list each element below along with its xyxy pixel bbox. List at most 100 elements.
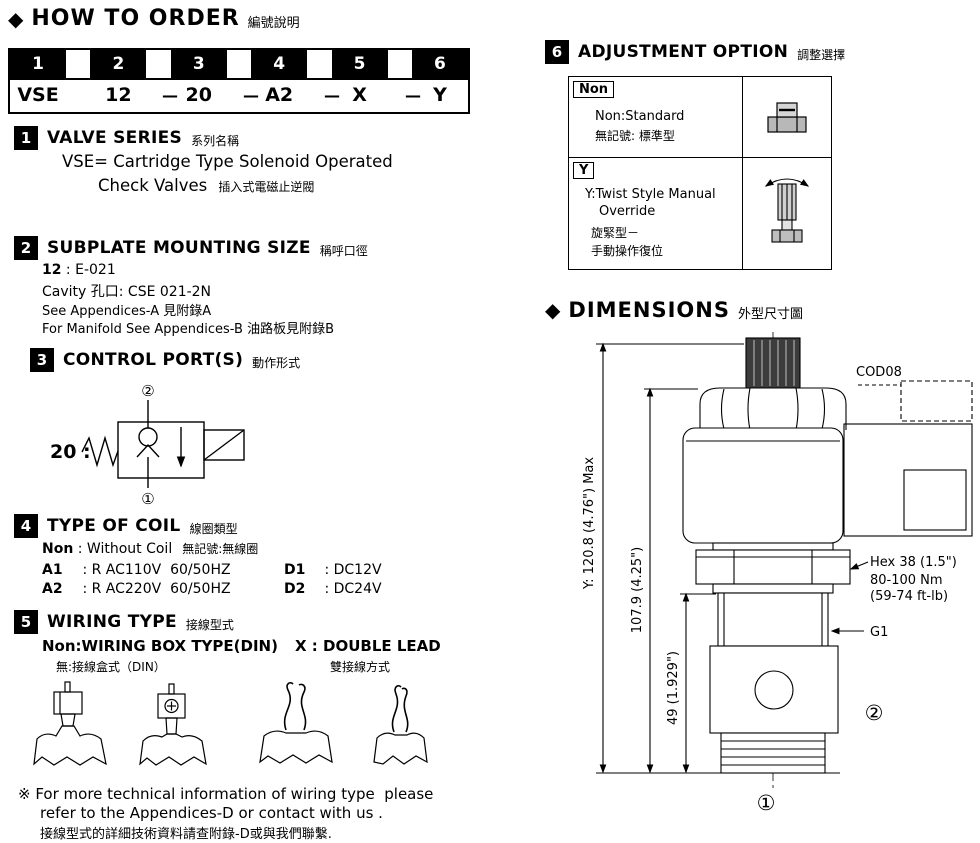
check-ball [138,427,158,447]
g1-thread-label: G1 [870,625,888,640]
valve-series-line-2-en: Check Valves [98,176,208,195]
order-code-number: 6 [411,50,468,78]
twist-line-1: Y:Twist Style Manual [585,187,716,202]
coil-body [682,427,844,544]
coil-row-a1: A1 : R AC110V 60/50HZ D1 : DC12V [42,562,382,578]
order-code-dash: — [324,85,340,105]
lead-wire [391,685,402,733]
valve-series-line-1: VSE= Cartridge Type Solenoid Operated [62,152,393,171]
twist-override-icon [764,177,810,243]
twist-icon-cell [742,158,831,269]
hydraulic-symbol: 20 : ② ① [50,382,245,508]
dim-lower-label: 49 (1.929") [666,651,681,725]
section-5-subtitle: 接線型式 [185,617,234,632]
order-code-segment: 20 [185,84,212,106]
cod08-label: COD08 [856,365,902,380]
order-code-segment: A2 [265,84,294,106]
section-2-title: SUBPLATE MOUNTING SIZE [47,238,311,258]
valve-dimension-drawing: COD08 Y: 120.8 (4.76") Max 107.9 (4.25")… [582,332,973,815]
adjustment-row-twist: Y Y:Twist Style Manual Override 旋緊型－ 手動操… [569,157,831,269]
section-2-header: 2 SUBPLATE MOUNTING SIZE 稱呼口徑 [14,236,368,260]
order-code-number-row: 1 2 3 4 5 6 [10,50,468,80]
order-code-dash: — [162,85,178,105]
twist-line-4: 手動操作復位 [591,244,664,258]
section-4-title: TYPE OF COIL [47,516,181,536]
section-5-number: 5 [14,610,38,634]
valve-series-line-2-cn: 插入式電磁止逆閥 [218,180,315,194]
coil-row-a2: A2 : R AC220V 60/50HZ D2 : DC24V [42,581,382,597]
section-5-title: WIRING TYPE [47,612,177,632]
section-4-header: 4 TYPE OF COIL 線圈類型 [14,514,238,538]
order-code-segment: Y [433,84,447,106]
diamond-icon: ◆ [545,297,561,322]
standard-adjustment-icon [767,102,807,133]
subplate-line-4: For Manifold See Appendices-B 油路板見附錄B [42,322,334,337]
section-3-header: 3 CONTROL PORT(S) 動作形式 [30,348,300,372]
section-1-number: 1 [14,126,38,150]
section-1-subtitle: 系列名稱 [191,133,240,148]
order-code-segment: X [352,84,367,106]
dimensions-header: ◆ DIMENSIONS 外型尺寸圖 [545,297,803,323]
order-code-segment: VSE [17,84,59,106]
spring-symbol [81,435,119,468]
port-1-callout: ① [757,791,776,815]
torque-label-1: 80-100 Nm [870,573,943,588]
adjustment-twist-text-cell: Y Y:Twist Style Manual Override 旋緊型－ 手動操… [569,158,742,269]
dim-total-label: Y: 120.8 (4.76") Max [582,457,597,590]
knurled-knob [745,337,801,389]
wiring-note-3: 接線型式的詳細技術資料請查附錄-D或與我們聯繫. [40,827,332,842]
section-2-number: 2 [14,236,38,260]
coil-non-text: : Without Coil [73,541,173,557]
override-nut [699,387,847,430]
order-code-number: 2 [90,50,147,78]
subplate-line-2: Cavity 孔口: CSE 021-2N [42,284,212,300]
section-4-number: 4 [14,514,38,538]
port-hole [754,670,794,710]
wiring-illustration-double-lead-2 [373,685,428,765]
order-code-number: 4 [251,50,308,78]
hex-leader [849,561,869,570]
order-code-table: 1 2 3 4 5 6 VSE 12 20 A2 X Y — — — — [8,48,470,114]
section-3-title: CONTROL PORT(S) [63,350,244,370]
lead-wire [298,683,307,731]
order-code-number: 3 [170,50,227,78]
how-to-order-header: ◆ HOW TO ORDER 編號說明 [8,6,300,31]
standard-line-2: 無記號: 標準型 [595,129,675,143]
lead-wire [401,687,409,733]
coil-text-a1: : R AC110V 60/50HZ [78,562,231,578]
solenoid-symbol [203,429,245,461]
order-code-number: 1 [10,50,66,78]
order-code-dash: — [243,85,259,105]
wiring-non-label: Non:WIRING BOX TYPE(DIN) [42,637,278,655]
adjustment-option-table: Non Non:Standard 無記號: 標準型 Y Y:Twist Styl… [568,76,832,270]
coil-code-a2: A2 [42,581,63,597]
standard-line-1: Non:Standard [595,109,685,124]
wiring-illustration-din-front [139,683,207,766]
order-code-segment: 12 [105,84,132,106]
how-to-order-title: HOW TO ORDER [31,6,240,31]
valve-outline [596,332,973,788]
wiring-note-1: ※ For more technical information of wiri… [18,785,434,803]
twist-line-2: Override [599,204,656,219]
dimensions-title: DIMENSIONS [568,297,730,322]
subplate-size-code: 12 [42,262,62,278]
wiring-x-label: X : DOUBLE LEAD [295,637,441,655]
valve-series-line-2: Check Valves 插入式電磁止逆閥 [98,176,314,195]
coil-text-a2: : R AC220V 60/50HZ [78,581,231,597]
hydraulic-symbol-lines [81,400,245,488]
section-6-number: 6 [545,40,569,64]
coil-non-code: Non [42,541,74,557]
wiring-illustration-din-side [33,681,107,766]
section-6-subtitle: 調整選擇 [797,47,846,62]
coil-code-d2: D2 [284,581,306,597]
dim-upper-label: 107.9 (4.25") [630,547,645,633]
section-1-header: 1 VALVE SERIES 系列名稱 [14,126,239,150]
adjustment-row-standard: Non Non:Standard 無記號: 標準型 [569,77,831,157]
section-4-subtitle: 線圈類型 [189,521,238,536]
rotation-arrows [764,177,810,187]
connector-dashed-outline [900,380,973,422]
dimensions-subtitle: 外型尺寸圖 [737,307,803,322]
coil-text-d2: : DC24V [320,581,382,597]
section-6-header: 6 ADJUSTMENT OPTION 調整選擇 [545,40,845,64]
